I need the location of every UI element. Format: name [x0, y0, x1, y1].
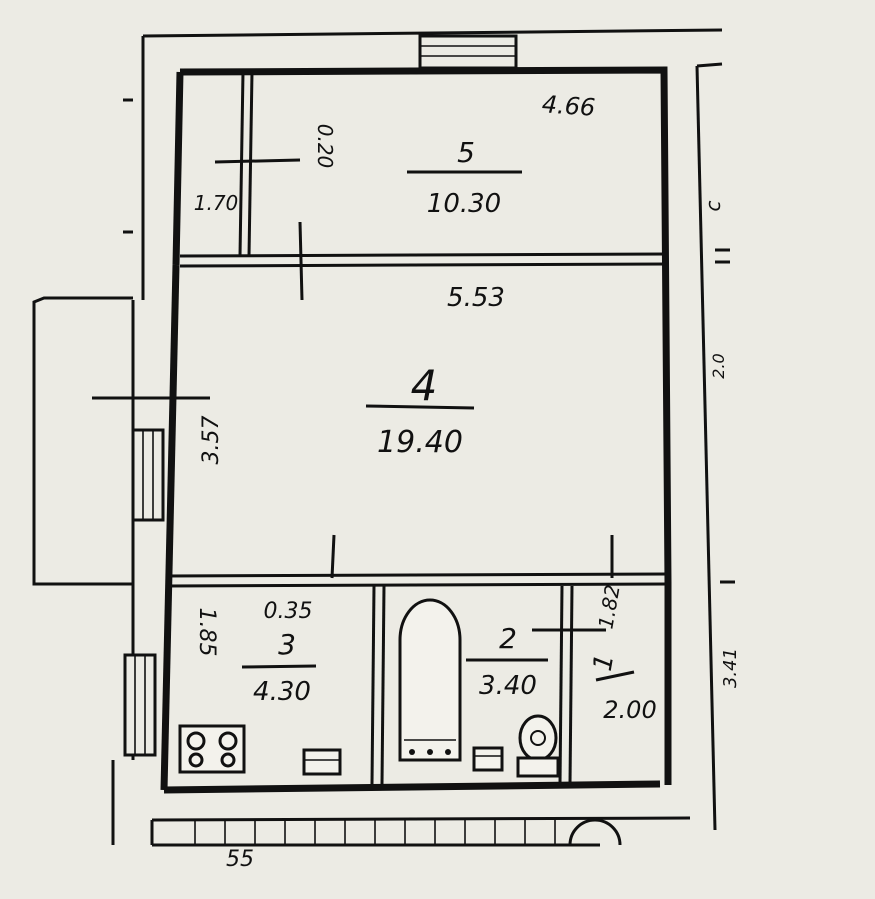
- dim-466: 4.66: [541, 90, 596, 122]
- room-1-number: 1: [588, 652, 620, 674]
- dim-185: 1.85: [194, 608, 219, 657]
- room-2-area: 3.40: [479, 671, 537, 701]
- kitchen-stove: [178, 724, 246, 774]
- dim-bottom: 55: [226, 847, 254, 872]
- kitchen-sink: [302, 748, 342, 776]
- dim-182: 1.82: [593, 583, 624, 631]
- dim-c: c: [701, 201, 725, 212]
- room-1-area: 2.00: [603, 696, 656, 724]
- room-4-number: 4: [411, 361, 438, 410]
- room-fraction-bars: [241, 170, 635, 682]
- dim-553: 5.53: [447, 283, 505, 313]
- dim-341: 3.41: [720, 648, 741, 688]
- dim-170: 1.70: [194, 191, 239, 215]
- inner-walls: [160, 66, 672, 794]
- dimension-ticks: [92, 98, 735, 632]
- room-4-area: 19.40: [377, 425, 463, 460]
- toilet: [516, 714, 560, 778]
- bathroom-sink: [472, 746, 504, 772]
- balcony: [32, 296, 133, 586]
- room-5-area: 10.30: [427, 189, 501, 219]
- window-left: [131, 428, 165, 522]
- dim-20: 2.0: [709, 353, 728, 378]
- window-left-lower: [123, 653, 157, 757]
- dim-020: 0.20: [313, 124, 337, 169]
- room-5-number: 5: [457, 136, 475, 169]
- room-2-number: 2: [499, 622, 517, 655]
- stair-hatch: [150, 818, 622, 847]
- room-4-label: 4 19.40: [377, 361, 463, 460]
- outer-walls: [111, 28, 723, 845]
- room-5-label: 5 10.30: [427, 136, 501, 219]
- dimension-labels: 4.66 0.20 1.70 5.53 3.57 0.35 1.85 1.82 …: [194, 90, 741, 872]
- dim-035: 0.35: [264, 599, 313, 624]
- window-top: [418, 34, 518, 70]
- room-3-label: 3 4.30: [253, 628, 311, 707]
- room-1-label: 1 2.00: [588, 652, 657, 724]
- room-2-label: 2 3.40: [479, 622, 537, 701]
- bathtub: [398, 598, 462, 762]
- room-3-number: 3: [278, 628, 296, 661]
- room-3-area: 4.30: [253, 677, 311, 707]
- dim-357: 3.57: [199, 416, 224, 465]
